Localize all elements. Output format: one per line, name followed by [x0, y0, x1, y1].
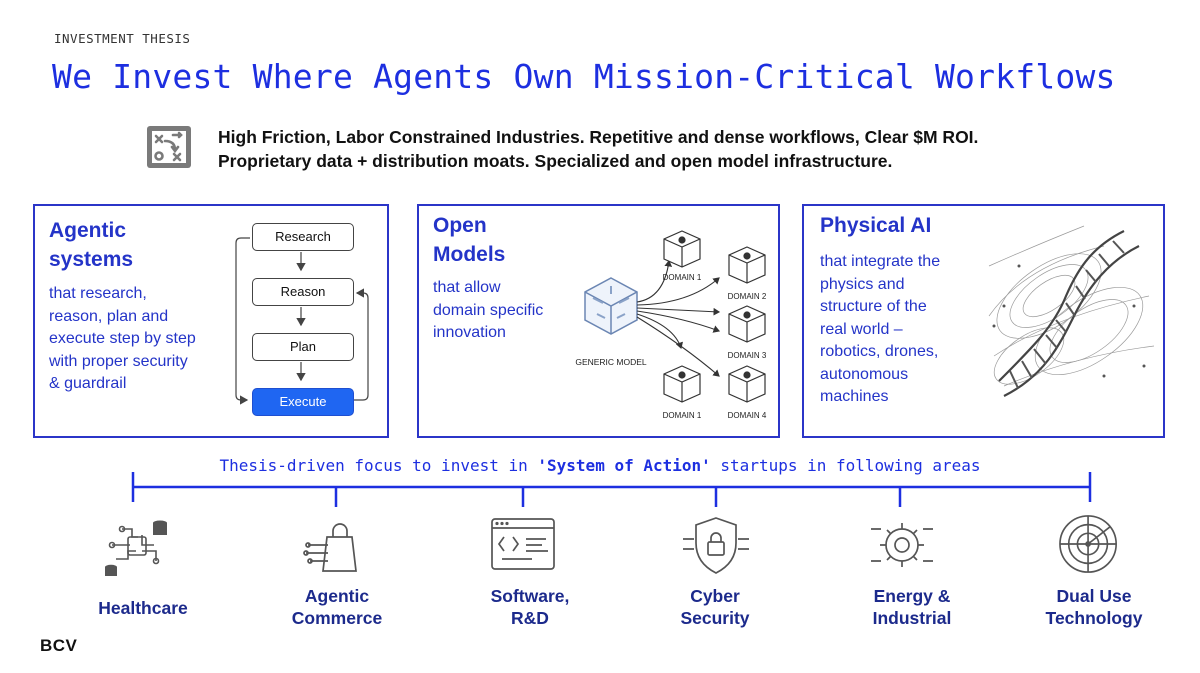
panel-desc-line: that allow — [433, 279, 501, 296]
areas-timeline — [131, 472, 1092, 507]
domain-label: DOMAIN 4 — [728, 411, 767, 420]
panel-desc-line: real world – — [820, 320, 903, 338]
panel-desc-line: that integrate the — [820, 253, 941, 270]
area-label-line: Agentic — [304, 586, 370, 606]
panel-desc-line: physics and — [820, 275, 905, 293]
area-label-line: Commerce — [291, 608, 383, 628]
focus-statement: Thesis-driven focus to invest in 'System… — [0, 456, 1200, 475]
page-title: We Invest Where Agents Own Mission-Criti… — [52, 57, 1116, 96]
flow-step-plan: Plan — [252, 333, 354, 361]
domain-cube-icon — [728, 246, 766, 284]
panel-description: that integrate the physics and structure… — [820, 251, 940, 409]
focus-suffix: startups in following areas — [710, 456, 981, 475]
area-label-line: Energy & — [873, 586, 951, 606]
panel-title: Open Models — [433, 211, 505, 269]
panel-desc-line: innovation — [433, 324, 506, 341]
summary-line-1: High Friction, Labor Constrained Industr… — [218, 127, 979, 147]
generic-model-cube-icon — [584, 277, 638, 335]
summary-line-2: Proprietary data + distribution moats. S… — [218, 151, 893, 171]
panel-desc-line: that research, — [49, 285, 147, 302]
flow-step-reason: Reason — [252, 278, 354, 306]
domain-label: DOMAIN 1 — [663, 411, 702, 420]
panel-description: that allow domain specific innovation — [433, 277, 543, 345]
panel-title-line: Open — [433, 214, 487, 237]
panel-title: Agentic systems — [49, 216, 133, 274]
area-label-line: Industrial — [872, 608, 952, 628]
area-label-software-rd: Software, R&D — [445, 585, 615, 629]
domain-label: DOMAIN 1 — [663, 273, 702, 282]
shopping-bag-circuit-icon — [303, 523, 357, 572]
domain-cube-icon — [728, 365, 766, 403]
panel-desc-line: reason, plan and — [49, 307, 169, 325]
area-label-dual-use-technology: Dual Use Technology — [1009, 585, 1179, 629]
area-label-healthcare: Healthcare — [58, 597, 228, 619]
domain-label: DOMAIN 3 — [728, 351, 767, 360]
area-label-line: Dual Use — [1056, 586, 1132, 606]
panel-title-line: Physical AI — [820, 214, 932, 237]
gear-circuit-icon — [871, 523, 933, 567]
generic-model-label: GENERIC MODEL — [575, 357, 647, 367]
panel-title-line: Models — [433, 243, 506, 266]
area-label-line: R&D — [511, 608, 549, 628]
dna-helix-field-icon — [988, 225, 1155, 397]
code-window-icon — [491, 518, 555, 570]
area-label-line: Security — [680, 608, 750, 628]
agent-loop-connectors — [235, 237, 369, 405]
panel-title: Physical AI — [820, 211, 931, 240]
panel-desc-line: with proper security — [49, 352, 188, 370]
area-label-cyber-security: Cyber Security — [630, 585, 800, 629]
summary-text: High Friction, Labor Constrained Industr… — [218, 125, 978, 173]
panel-physical-ai: Physical AI that integrate the physics a… — [802, 204, 1165, 438]
panel-desc-line: machines — [820, 388, 889, 405]
bcv-logo: BCV — [40, 636, 78, 655]
area-label-line: Healthcare — [98, 598, 188, 618]
panel-agentic-systems: Agentic systems that research, reason, p… — [33, 204, 389, 438]
domain-label: DOMAIN 2 — [728, 292, 767, 301]
area-label-agentic-commerce: Agentic Commerce — [252, 585, 422, 629]
eyebrow-label: INVESTMENT THESIS — [54, 31, 191, 46]
domain-cube-icon — [663, 230, 701, 268]
healthcare-circuit-icon — [105, 520, 167, 576]
panel-desc-line: execute step by step — [49, 330, 196, 347]
panel-description: that research, reason, plan and execute … — [49, 283, 196, 396]
area-label-line: Software, — [490, 586, 570, 606]
panel-desc-line: robotics, drones, — [820, 343, 939, 360]
panel-desc-line: autonomous — [820, 365, 909, 383]
flow-step-execute: Execute — [252, 388, 354, 416]
radar-icon — [1059, 515, 1117, 573]
domain-cube-icon — [663, 365, 701, 403]
area-label-line: Cyber — [690, 586, 740, 606]
panel-desc-line: & guardrail — [49, 375, 127, 392]
panel-title-line: systems — [49, 248, 134, 271]
focus-prefix: Thesis-driven focus to invest in — [219, 456, 538, 475]
shield-lock-icon — [683, 517, 749, 574]
domain-cube-icon — [728, 305, 766, 343]
panel-title-line: Agentic — [49, 219, 127, 242]
flow-step-research: Research — [252, 223, 354, 251]
generic-model-diagram: GENERIC MODEL DOMAIN 1 DOMAIN 2 DOMAIN 3… — [575, 230, 767, 420]
panel-desc-line: domain specific — [433, 301, 544, 319]
area-label-line: Technology — [1045, 608, 1143, 628]
strategy-board-icon — [147, 126, 191, 168]
panel-open-models: Open Models that allow domain specific i… — [417, 204, 780, 438]
panel-desc-line: structure of the — [820, 298, 927, 315]
focus-highlight: 'System of Action' — [537, 456, 711, 475]
area-label-energy-industrial: Energy & Industrial — [827, 585, 997, 629]
